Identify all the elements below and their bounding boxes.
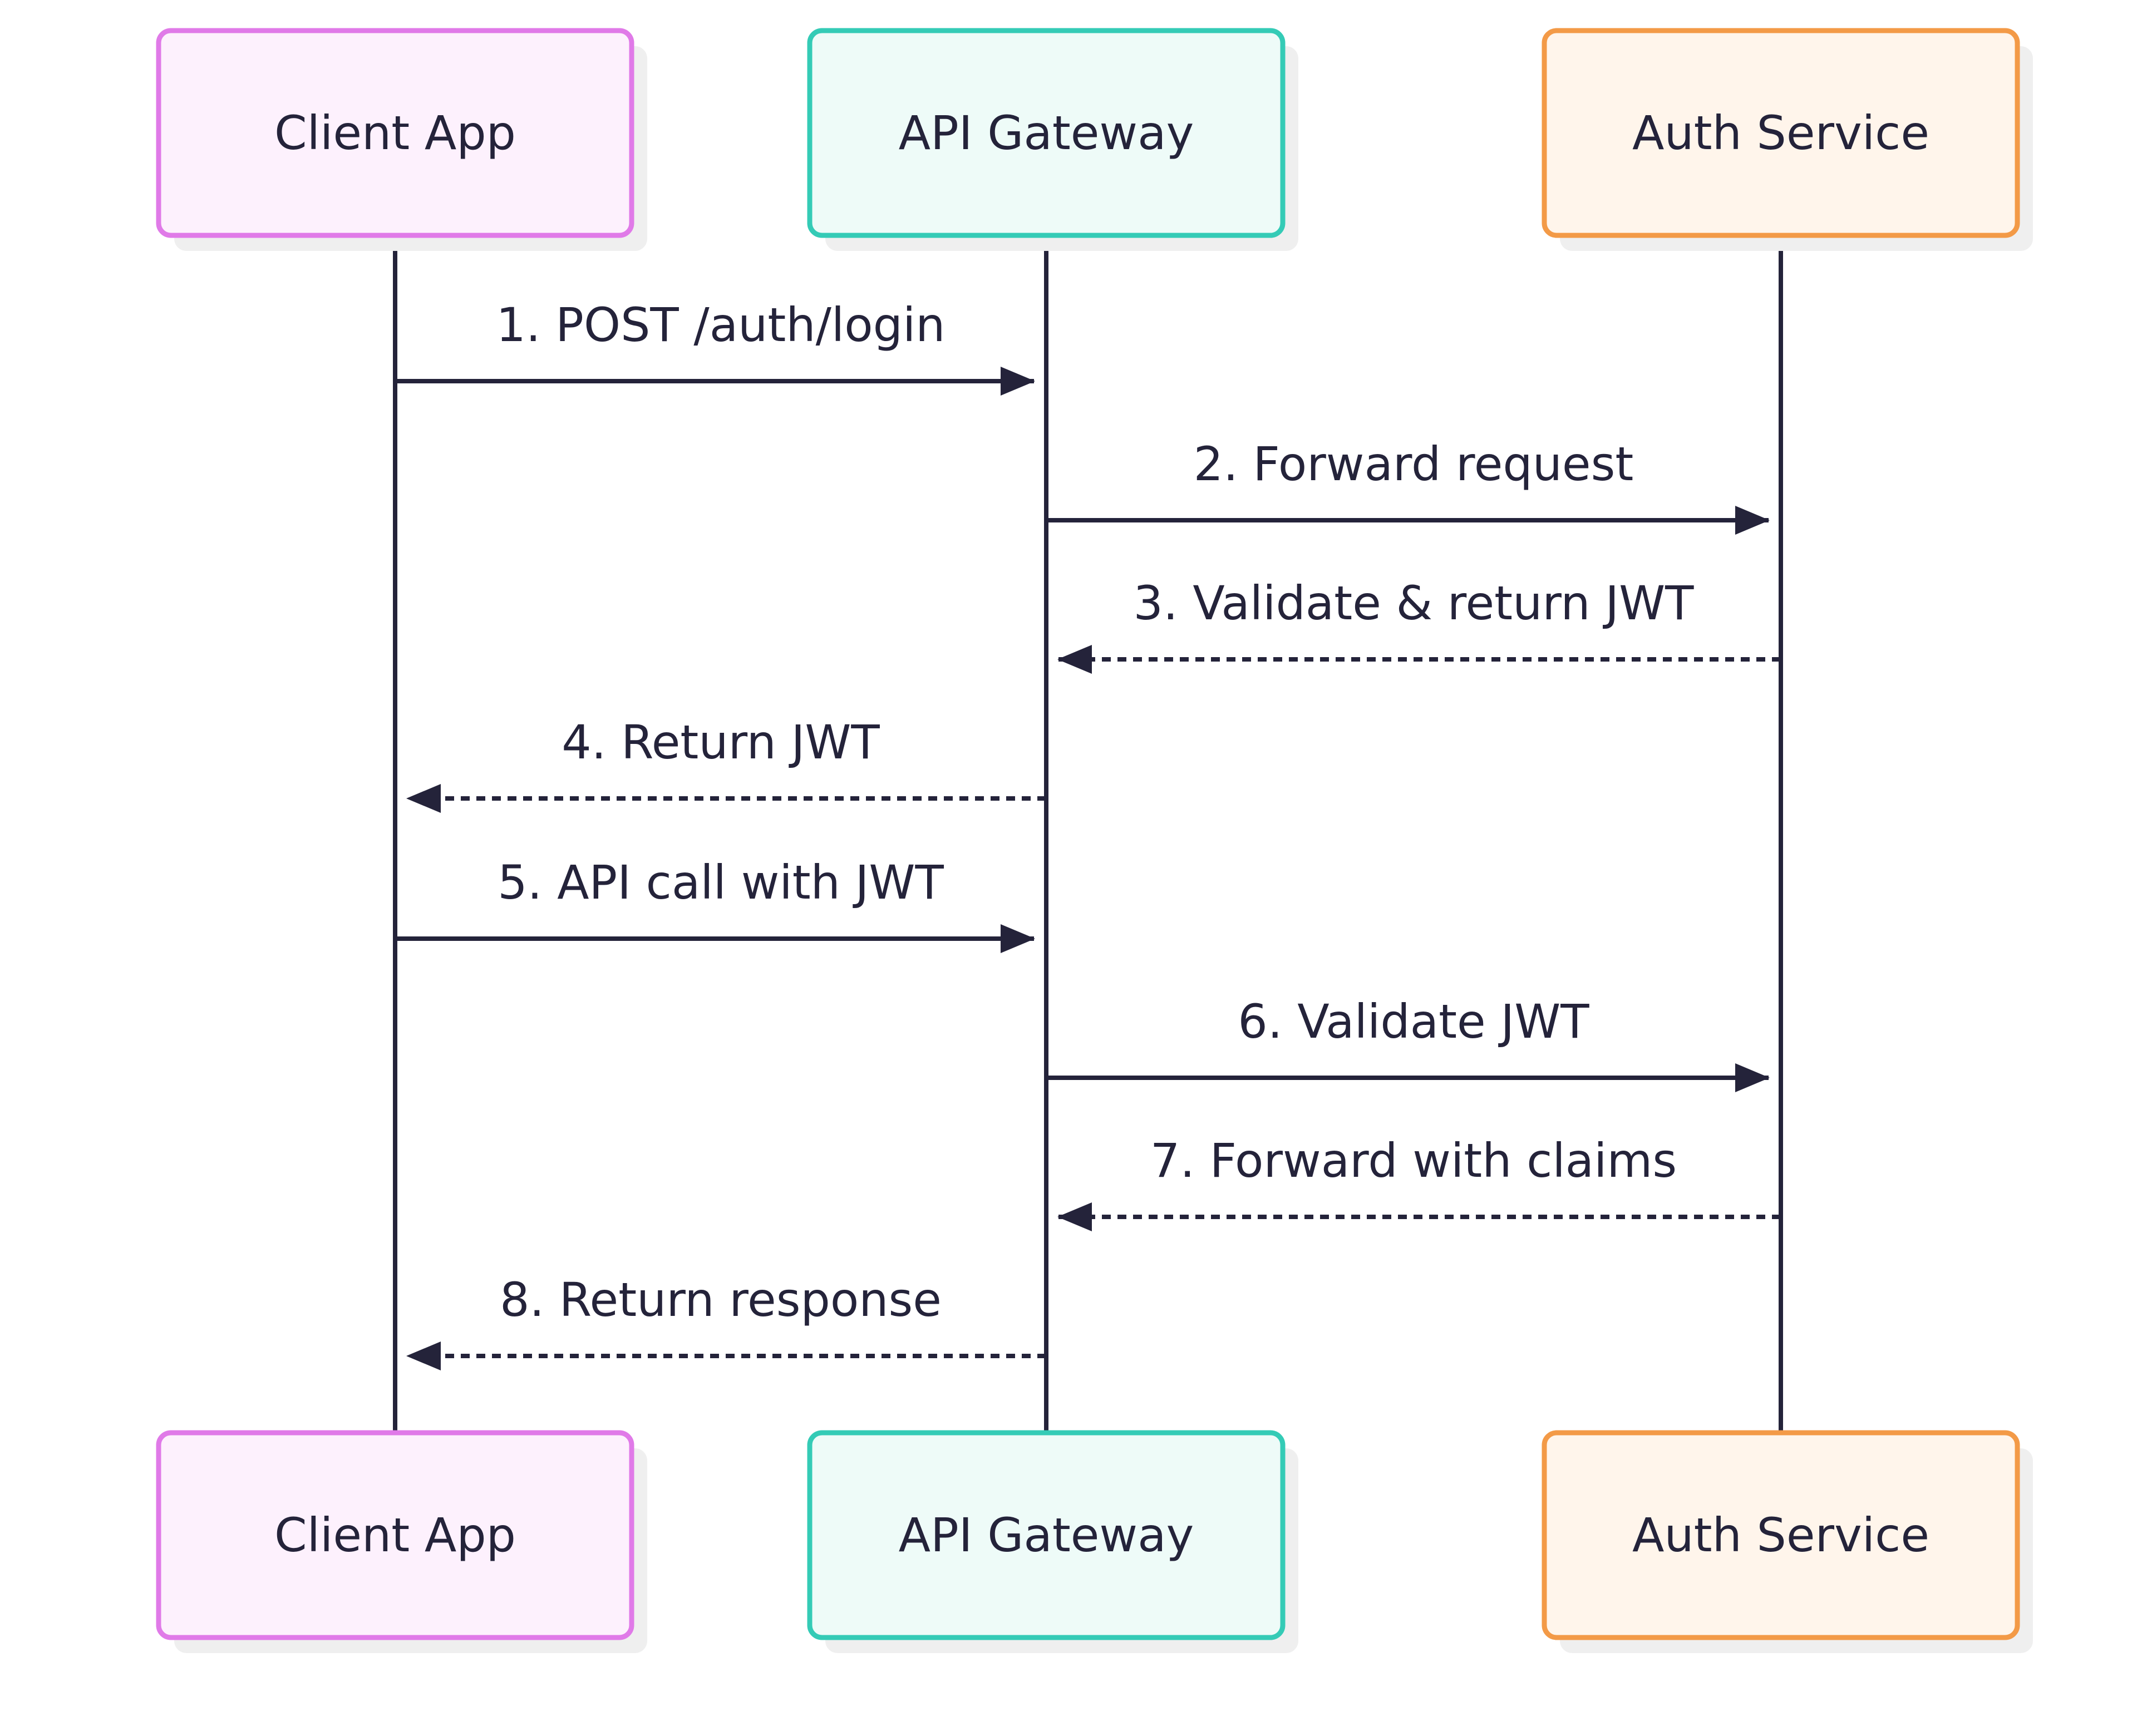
actor-label: API Gateway — [899, 106, 1194, 160]
actor-box — [1542, 1430, 2020, 1640]
message-label: 1. POST /auth/login — [496, 298, 945, 352]
message-8[interactable]: 8. Return response — [406, 1273, 1046, 1370]
actor-api-gateway-bottom[interactable]: API Gateway — [807, 1430, 1298, 1653]
actor-label: Auth Service — [1632, 1508, 1929, 1562]
actor-auth-service-top[interactable]: Auth Service — [1542, 28, 2033, 251]
actor-box — [807, 1430, 1286, 1640]
message-label: 6. Validate JWT — [1238, 994, 1589, 1049]
message-label: 3. Validate & return JWT — [1134, 576, 1695, 630]
message-3[interactable]: 3. Validate & return JWT — [1057, 576, 1781, 674]
message-5[interactable]: 5. API call with JWT — [395, 855, 1035, 953]
message-label: 2. Forward request — [1194, 437, 1634, 491]
actor-client-app-bottom[interactable]: Client App — [156, 1430, 647, 1653]
actor-label: Client App — [274, 1508, 516, 1562]
actor-label: Auth Service — [1632, 106, 1929, 160]
actor-auth-service-bottom[interactable]: Auth Service — [1542, 1430, 2033, 1653]
actor-box — [807, 28, 1286, 238]
message-2[interactable]: 2. Forward request — [1046, 437, 1770, 535]
actor-label: API Gateway — [899, 1508, 1194, 1562]
lifelines — [393, 235, 1783, 1433]
message-7[interactable]: 7. Forward with claims — [1057, 1133, 1781, 1231]
actor-label: Client App — [274, 106, 516, 160]
message-label: 5. API call with JWT — [498, 855, 944, 910]
message-1[interactable]: 1. POST /auth/login — [395, 298, 1035, 396]
message-6[interactable]: 6. Validate JWT — [1046, 994, 1770, 1092]
actor-client-app-top[interactable]: Client App — [156, 28, 647, 251]
actor-api-gateway-top[interactable]: API Gateway — [807, 28, 1298, 251]
actor-box — [156, 1430, 634, 1640]
message-label: 4. Return JWT — [562, 715, 880, 770]
actor-box — [156, 28, 634, 238]
message-4[interactable]: 4. Return JWT — [406, 715, 1046, 813]
message-label: 8. Return response — [500, 1273, 942, 1327]
message-label: 7. Forward with claims — [1150, 1133, 1677, 1188]
actor-box — [1542, 28, 2020, 238]
